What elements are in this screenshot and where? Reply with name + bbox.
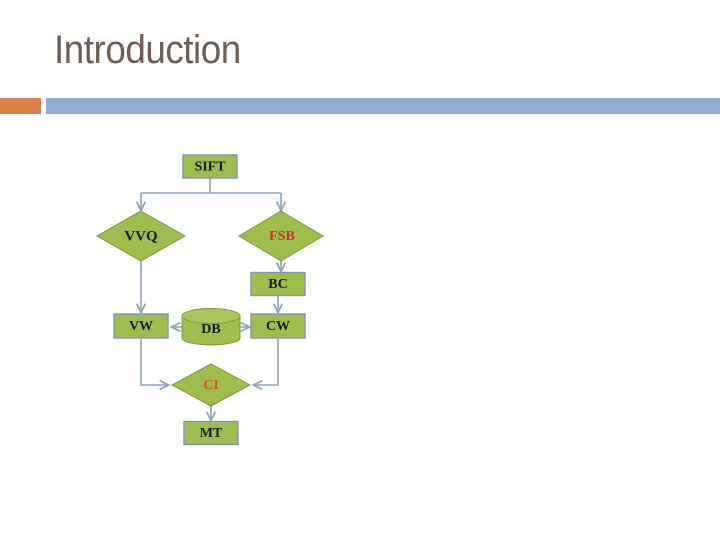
node-vw-label: VW [129, 319, 153, 334]
title-rule-accent-block [0, 98, 41, 114]
node-db-label: DB [201, 322, 220, 337]
node-fsb-label: FSB [269, 229, 295, 244]
edge-cw-to-ci [254, 339, 279, 385]
node-bc-label: BC [268, 277, 287, 292]
node-sift-label: SIFT [194, 160, 226, 175]
node-vw-shape [113, 313, 169, 339]
node-cw-label: CW [266, 319, 290, 334]
node-bc-shape [250, 271, 306, 297]
node-sift[interactable]: SIFT [182, 154, 238, 179]
node-mt-shape [183, 420, 239, 446]
node-cw-shape [250, 313, 306, 339]
page-title: Introduction [54, 28, 241, 72]
node-ci-label: CI [203, 378, 219, 393]
node-mt[interactable]: MT [183, 420, 239, 446]
node-fsb[interactable]: FSB [238, 210, 324, 262]
node-ci-shape [170, 363, 252, 407]
edge-vw-to-ci [140, 339, 168, 385]
node-sift-shape [182, 154, 238, 179]
node-vvq-label: VVQ [124, 228, 158, 244]
node-db[interactable]: DB [181, 308, 241, 346]
node-cw[interactable]: CW [250, 313, 306, 339]
node-bc[interactable]: BC [250, 271, 306, 297]
node-ci[interactable]: CI [170, 363, 252, 407]
node-db-shape-top [181, 308, 241, 324]
node-vvq-shape [95, 210, 187, 262]
title-rule [0, 98, 720, 114]
node-fsb-shape [238, 210, 324, 262]
node-vw[interactable]: VW [113, 313, 169, 339]
node-vvq[interactable]: VVQ [95, 210, 187, 262]
node-db-shape-body [181, 315, 241, 346]
title-rule-bar [46, 98, 720, 114]
connector-layer [141, 178, 281, 420]
node-mt-label: MT [200, 426, 223, 441]
